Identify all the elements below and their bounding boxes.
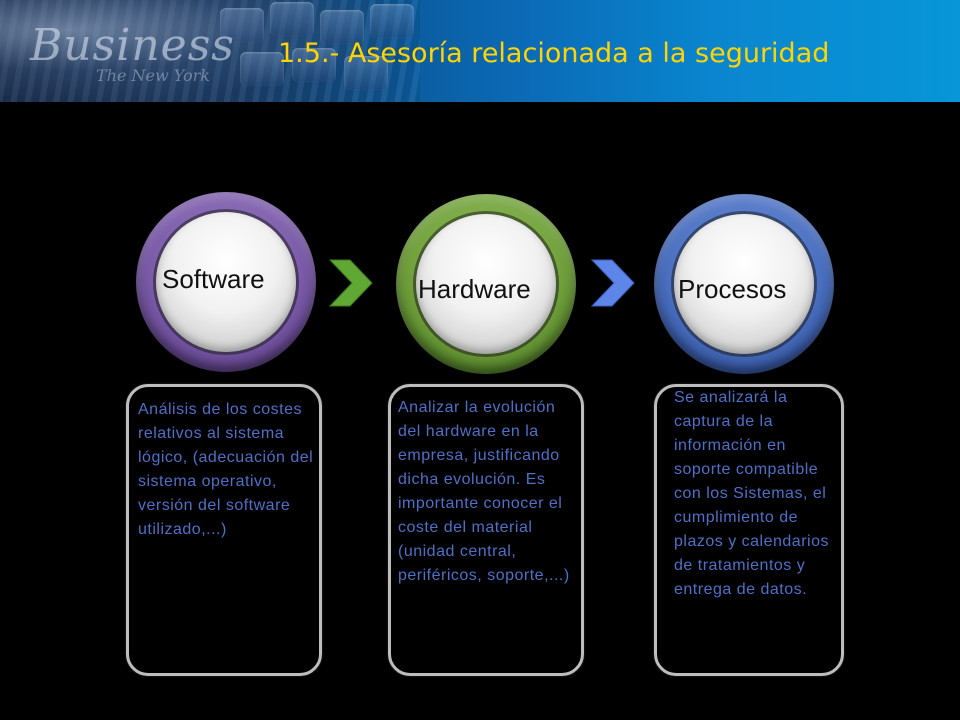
procesos-inner-circle [674, 214, 814, 354]
chevron-right-icon [590, 259, 635, 307]
hardware-description-card [388, 384, 584, 676]
slide-title: 1.5.- Asesoría relacionada a la segurida… [278, 38, 830, 69]
software-label: Software [162, 264, 265, 294]
software-description-card [126, 384, 322, 676]
step-hardware: Hardware [396, 194, 576, 374]
hardware-inner-circle [416, 214, 556, 354]
header-photo [0, 0, 420, 102]
procesos-label: Procesos [678, 274, 787, 304]
software-description: Análisis de los costes relativos al sist… [138, 401, 314, 538]
hardware-label: Hardware [418, 274, 531, 304]
header-decorative-subtitle: The New York [96, 66, 210, 85]
hardware-description: Analizar la evolución del hardware en la… [398, 399, 570, 584]
chevron-right-icon [328, 259, 373, 307]
header-banner: Business The New York 1.5.- Asesoría rel… [0, 0, 960, 102]
header-keyboard-image [200, 0, 480, 102]
step-procesos: Procesos [654, 194, 834, 374]
step-software: Software [136, 192, 316, 372]
software-inner-circle [156, 212, 296, 352]
header-decorative-word: Business [30, 20, 235, 71]
procesos-description-card [654, 384, 844, 676]
procesos-description: Se analizará la captura de la informació… [674, 389, 829, 598]
